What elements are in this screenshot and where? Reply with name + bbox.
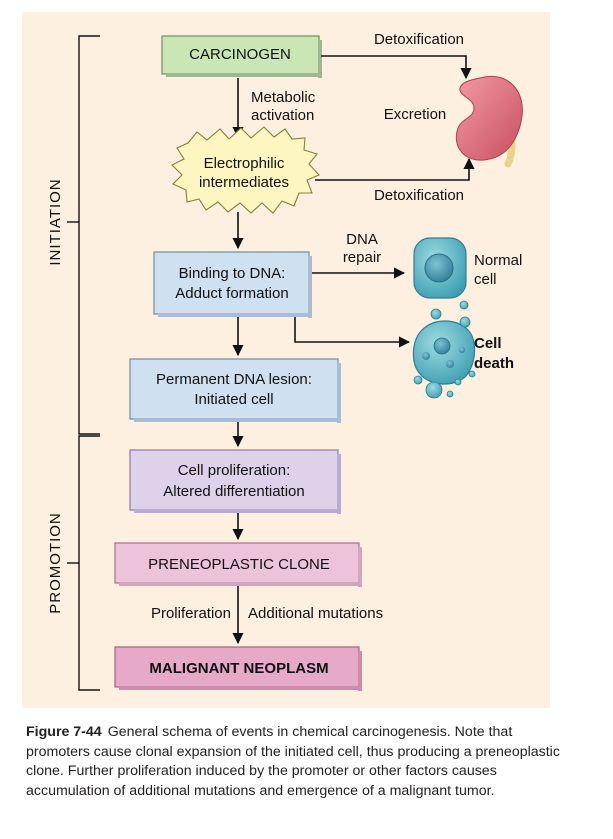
normal-cell-icon — [413, 237, 467, 299]
metabolic-label-2: activation — [251, 107, 314, 124]
arrow-cell-death — [294, 317, 411, 348]
proliferation-label-2: Altered differentiation — [163, 483, 304, 500]
proliferation-arrow-label: Proliferation — [151, 605, 231, 622]
preneoplastic-label: PRENEOPLASTIC CLONE — [148, 556, 330, 573]
lesion-label-1: Permanent DNA lesion: — [156, 371, 312, 388]
lesion-label-2: Initiated cell — [194, 391, 273, 408]
carcinogenesis-diagram: INITIATION PROMOTION CARCINOGEN Metaboli… — [22, 12, 550, 708]
binding-label-2: Adduct formation — [175, 285, 288, 302]
detox-bottom-label: Detoxification — [374, 187, 464, 204]
binding-label-1: Binding to DNA: — [179, 265, 286, 282]
metabolic-label-1: Metabolic — [251, 89, 316, 106]
binding-box — [153, 251, 310, 315]
additional-mutations-label: Additional mutations — [248, 605, 383, 622]
caption-text: General schema of events in chemical car… — [26, 724, 560, 799]
electrophilic-burst — [171, 126, 320, 214]
cell-death-label-1: Cell — [474, 335, 502, 352]
lesion-box — [129, 358, 339, 420]
electrophilic-label-1: Electrophilic — [204, 155, 285, 172]
dna-repair-label-1: DNA — [346, 231, 378, 248]
normal-cell-label-1: Normal — [474, 252, 522, 269]
malignant-label: MALIGNANT NEOPLASM — [149, 660, 328, 677]
promotion-bracket — [67, 435, 100, 691]
kidney-icon — [455, 75, 523, 168]
initiation-bracket — [67, 35, 100, 435]
normal-cell-label-2: cell — [474, 271, 497, 288]
electrophilic-label-2: intermediates — [199, 174, 289, 191]
cell-death-label-2: death — [474, 355, 514, 372]
promotion-label: PROMOTION — [47, 512, 64, 614]
proliferation-box — [129, 449, 339, 511]
proliferation-label-1: Cell proliferation: — [178, 462, 291, 479]
dying-cell-icon — [412, 300, 476, 399]
caption-label: Figure 7-44 — [26, 724, 102, 740]
dna-repair-label-2: repair — [343, 249, 381, 266]
arrow-detox-top — [321, 55, 472, 80]
arrow-detox-bottom — [315, 157, 475, 181]
initiation-label: INITIATION — [47, 178, 64, 265]
carcinogen-label: CARCINOGEN — [189, 46, 291, 63]
excretion-label: Excretion — [384, 106, 447, 123]
detox-top-label: Detoxification — [374, 31, 464, 48]
